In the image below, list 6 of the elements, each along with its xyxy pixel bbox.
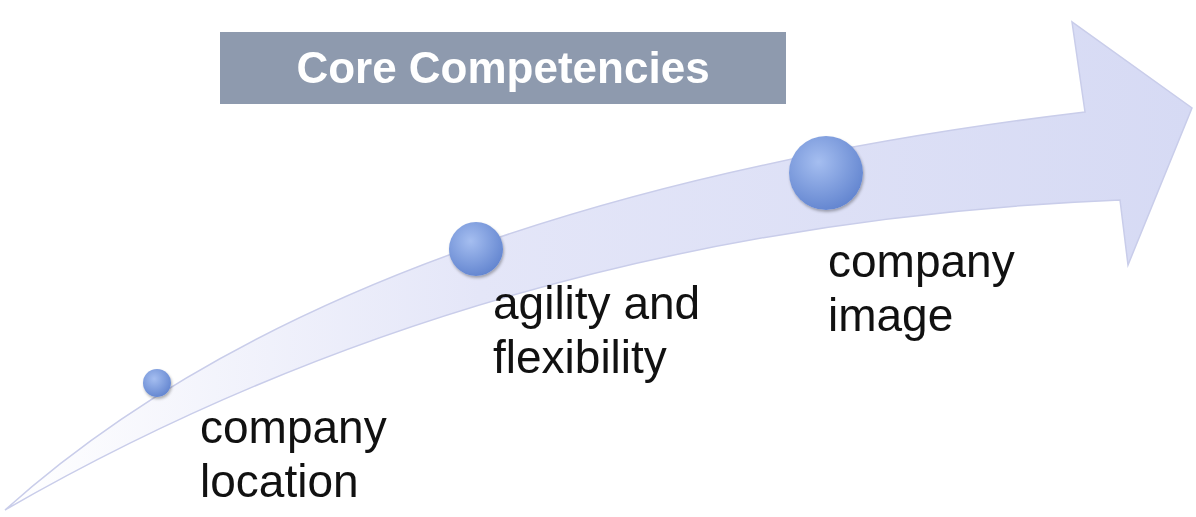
node-caption: agility and flexibility	[493, 276, 702, 384]
title-banner: Core Competencies	[220, 32, 786, 104]
circle-marker	[143, 369, 171, 397]
node-caption: company location	[200, 400, 388, 508]
circle-marker	[449, 222, 503, 276]
node-caption: company image	[828, 234, 1016, 342]
